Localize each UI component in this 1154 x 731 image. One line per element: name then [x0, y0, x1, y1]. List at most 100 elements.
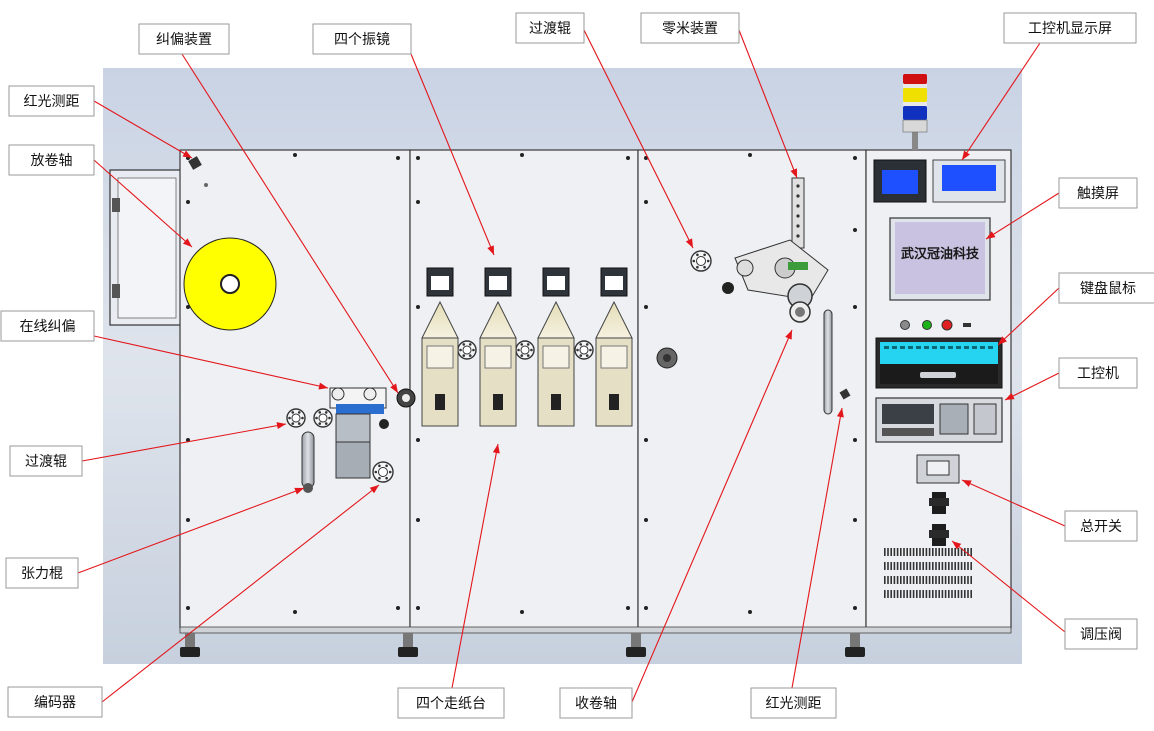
callout-guodugun_left: 过渡辊	[9, 445, 83, 477]
leader-arrowhead	[276, 422, 286, 430]
callout-label: 过渡辊	[529, 21, 571, 37]
callout-lingmi: 零米装置	[640, 12, 740, 44]
callout-zaixian_jiupian: 在线纠偏	[0, 310, 95, 342]
callout-box	[1058, 177, 1138, 209]
leader-line	[93, 100, 193, 159]
callout-box	[8, 144, 95, 176]
leader-line	[583, 29, 694, 249]
leader-arrowhead	[390, 383, 398, 393]
leader-arrowhead	[294, 487, 304, 495]
callout-box	[7, 686, 103, 718]
callout-hongguang_top: 红光测距	[8, 85, 95, 117]
callout-label: 编码器	[34, 695, 76, 711]
leader-arrowhead	[836, 408, 844, 418]
zero-meter-device	[722, 177, 829, 323]
leader-arrowhead	[685, 238, 693, 248]
callout-sige_zouzhitai: 四个走纸台	[397, 687, 505, 719]
leader-arrowhead	[1005, 392, 1015, 400]
leader-line	[1004, 372, 1060, 401]
leader-arrowhead	[986, 231, 996, 239]
callout-label: 工控机显示屏	[1028, 21, 1112, 37]
leader-line	[951, 540, 1066, 633]
callout-zongkaiguan: 总开关	[1064, 510, 1138, 542]
callout-box	[1058, 357, 1138, 389]
guide-rollers	[286, 250, 712, 483]
leader-line	[738, 29, 798, 179]
callout-zhangligun: 张力棍	[5, 557, 79, 589]
control-buttons	[900, 319, 971, 331]
main-switch	[916, 454, 960, 484]
leader-arrowhead	[998, 336, 1007, 345]
callout-label: 总开关	[1080, 519, 1122, 535]
leader-arrowhead	[952, 541, 962, 550]
pressure-valves	[929, 492, 949, 546]
leader-arrowhead	[369, 485, 379, 494]
callout-chumoping: 触摸屏	[1058, 177, 1138, 209]
panel-bolts	[186, 153, 857, 614]
callout-box	[8, 85, 95, 117]
callout-box	[138, 23, 230, 55]
callout-label: 张力棍	[21, 566, 63, 582]
callout-box	[1058, 272, 1154, 304]
callout-box	[1064, 510, 1138, 542]
ipc-display	[873, 159, 1006, 203]
leader-line	[791, 407, 843, 689]
leader-line	[93, 159, 193, 248]
side-door	[109, 169, 183, 326]
leader-arrowhead	[182, 150, 192, 158]
vent-grille	[884, 548, 972, 598]
callout-label: 在线纠偏	[20, 319, 76, 335]
leader-line	[997, 287, 1060, 346]
annotation-callouts: 纠偏装置四个振镜过渡辊零米装置工控机显示屏红光测距放卷轴触摸屏键盘鼠标工控机在线…	[0, 12, 1154, 719]
unwind-reel	[183, 237, 277, 331]
galvo-stations	[421, 267, 633, 427]
leader-line	[81, 423, 287, 462]
leader-arrowhead	[790, 168, 797, 178]
callout-box	[312, 23, 412, 55]
callout-box	[1064, 618, 1138, 650]
laser-sensor-bottom	[823, 309, 851, 415]
callout-label: 收卷轴	[575, 696, 617, 712]
callout-box	[5, 557, 79, 589]
leader-line	[410, 53, 495, 256]
callout-jiupian: 纠偏装置	[138, 23, 230, 55]
signal-beacon	[902, 74, 928, 150]
callout-label: 红光测距	[24, 94, 80, 110]
callout-fangjuanzhou: 放卷轴	[8, 144, 95, 176]
leader-line	[961, 42, 1041, 161]
callout-label: 键盘鼠标	[1080, 280, 1136, 297]
leader-line	[93, 335, 329, 389]
callout-box	[750, 687, 837, 719]
leader-line	[985, 192, 1060, 240]
encoder	[396, 388, 416, 408]
callout-box	[1003, 12, 1137, 44]
callout-box	[0, 310, 95, 342]
screen-logo-text: 武汉冠油科技	[901, 246, 980, 262]
laser-sensor-top	[188, 156, 208, 187]
callout-label: 纠偏装置	[156, 32, 212, 48]
keyboard-drawer	[875, 337, 1003, 389]
callout-bianmaqi: 编码器	[7, 686, 103, 718]
online-corrector	[329, 387, 389, 479]
machine-feet	[180, 633, 865, 657]
leader-line	[101, 484, 380, 703]
callout-shoujuanzhou: 收卷轴	[559, 687, 633, 719]
leader-arrowhead	[962, 150, 970, 160]
callout-box	[515, 12, 585, 44]
rewind-shaft	[656, 347, 678, 369]
callout-guoduguntop: 过渡辊	[515, 12, 585, 44]
callout-label: 零米装置	[662, 21, 718, 37]
callout-tiaoyafa: 调压阀	[1064, 618, 1138, 650]
callout-gongkongji_xianshi: 工控机显示屏	[1003, 12, 1137, 44]
leader-line	[961, 479, 1066, 527]
leader-arrowhead	[785, 330, 792, 340]
callout-label: 红光测距	[766, 696, 822, 712]
callout-box	[559, 687, 633, 719]
leader-arrowhead	[318, 382, 328, 390]
industrial-pc	[875, 397, 1003, 443]
leader-arrowhead	[182, 238, 192, 247]
leader-arrowhead	[492, 444, 500, 454]
callout-label: 四个走纸台	[416, 696, 486, 712]
machine-frame	[179, 149, 1012, 634]
